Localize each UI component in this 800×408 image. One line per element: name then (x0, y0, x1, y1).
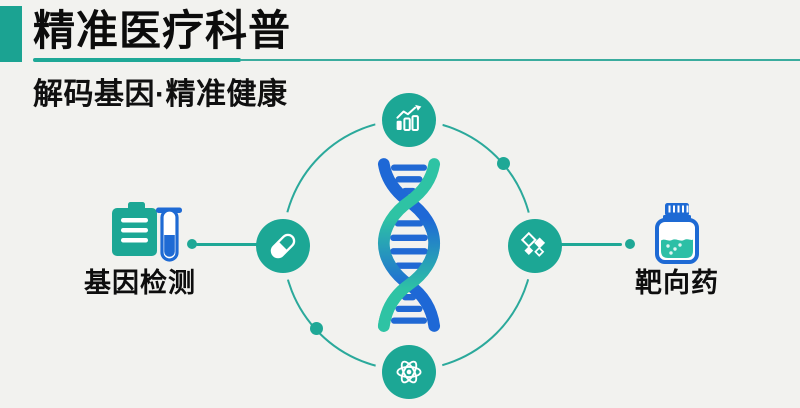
corner-accent-block (0, 6, 22, 62)
page-subtitle: 解码基因·精准健康 (33, 78, 288, 111)
left-connector-line (196, 243, 258, 246)
title-underline-thick (33, 58, 241, 62)
title-underline-thin (241, 59, 800, 61)
targeted-drug-label: 靶向药 (635, 268, 719, 298)
orbit-node-growth-chart (382, 93, 436, 147)
dna-illustration (364, 148, 454, 342)
orbit-dot-southwest (310, 322, 323, 335)
right-connector-dot (625, 239, 635, 249)
left-connector-dot (187, 239, 197, 249)
dna-double-helix-icon (377, 158, 441, 332)
capsule-icon (270, 233, 296, 259)
orbit-dot-northeast (497, 157, 510, 170)
gene-testing-label: 基因检测 (84, 268, 196, 298)
atom-icon (396, 360, 422, 384)
molecule-diamonds-icon (520, 231, 546, 257)
medicine-bottle-icon (655, 203, 699, 264)
dna-strand-blue-teal-lower (377, 237, 441, 332)
gene-testing-illustration (104, 201, 189, 265)
dna-rungs (390, 164, 428, 324)
medical-report-testtube-icon (112, 202, 182, 262)
targeted-drug-illustration (652, 202, 702, 264)
right-connector-line (560, 243, 622, 246)
orbit-node-atom (382, 345, 436, 399)
orbit-node-capsule (256, 219, 310, 273)
dna-strand-teal-blue (377, 158, 441, 332)
page-title: 精准医疗科普 (33, 7, 292, 54)
orbit-node-molecule (508, 219, 562, 273)
growth-chart-icon (396, 104, 422, 132)
